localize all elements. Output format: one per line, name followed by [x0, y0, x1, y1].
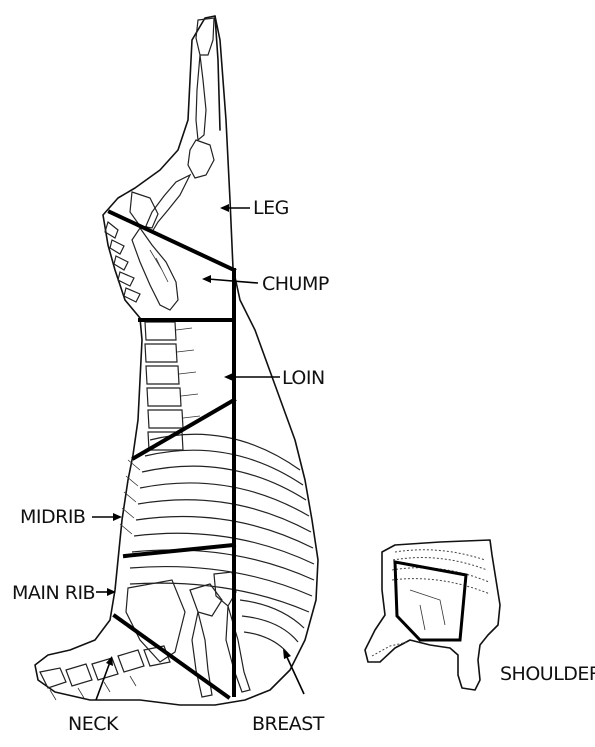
neck-bones — [40, 646, 170, 700]
label-main-rib: MAIN RIB — [12, 582, 95, 604]
label-neck: NECK — [68, 713, 119, 735]
shoulder-inset — [365, 540, 500, 690]
label-leg: LEG — [253, 197, 289, 219]
shoulder-bones — [126, 572, 250, 697]
spine — [105, 222, 200, 450]
label-loin: LOIN — [282, 367, 325, 389]
label-chump: CHUMP — [262, 273, 329, 295]
label-breast: BREAST — [252, 713, 325, 735]
leg-bones — [130, 18, 214, 310]
label-shoulder: SHOULDER — [500, 663, 595, 685]
label-midrib: MIDRIB — [20, 506, 85, 528]
